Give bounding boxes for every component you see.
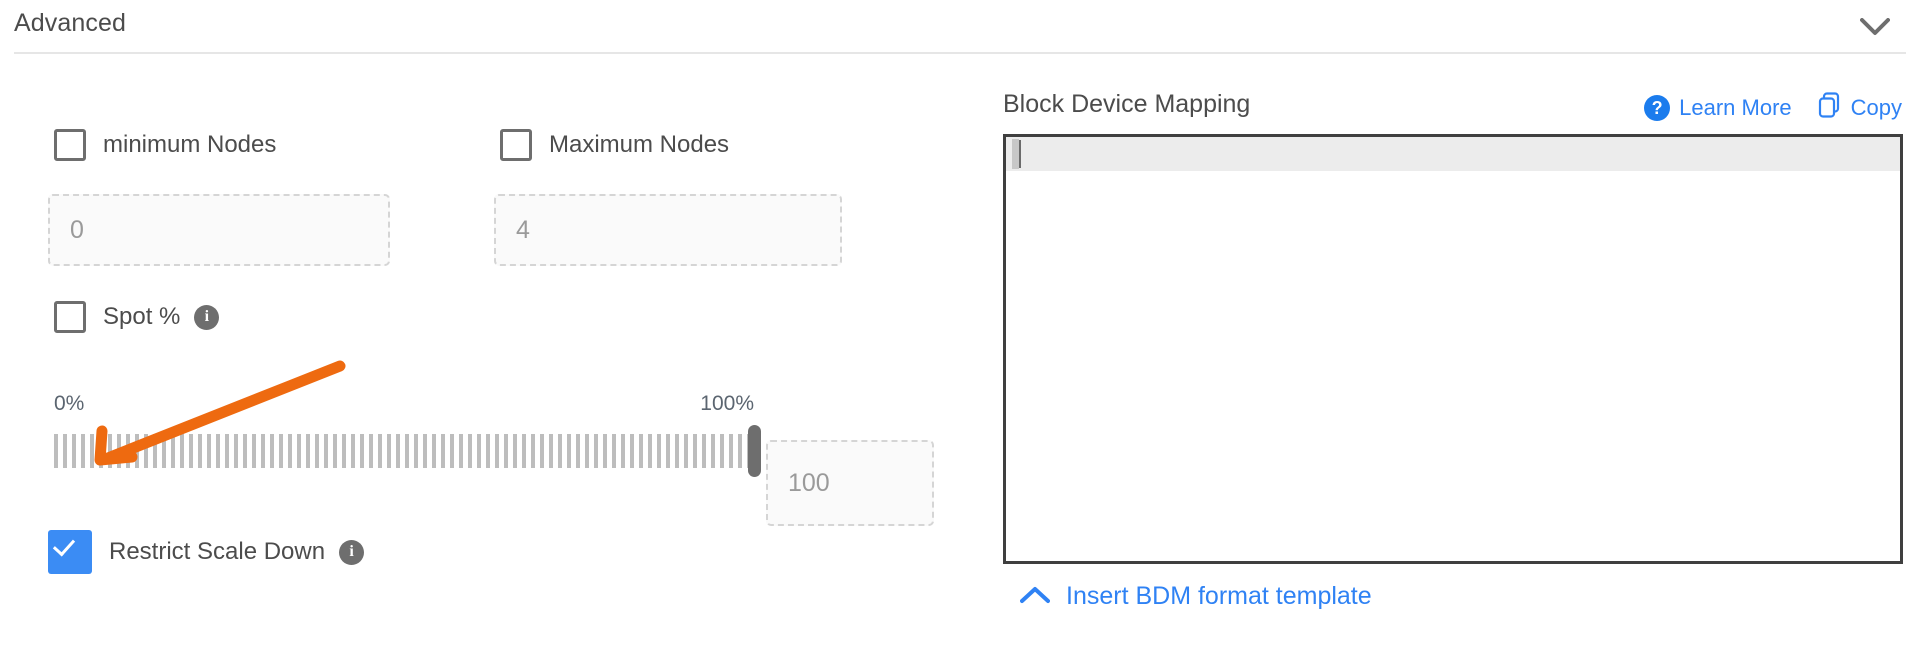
spot-percent-row[interactable]: Spot % i — [54, 301, 220, 333]
advanced-section-header[interactable]: Advanced — [0, 0, 1920, 54]
advanced-settings-pane: minimum Nodes 0 Maximum Nodes 4 Spot % i… — [0, 54, 990, 656]
slider-max-label: 100% — [700, 392, 754, 415]
spot-percent-slider-track[interactable] — [54, 434, 754, 468]
minimum-nodes-input[interactable]: 0 — [48, 194, 390, 266]
block-device-mapping-title: Block Device Mapping — [1003, 90, 1251, 118]
spot-percent-slider-group: 0% 100% — [54, 392, 761, 477]
maximum-nodes-input[interactable]: 4 — [494, 194, 842, 266]
editor-gutter — [1012, 139, 1019, 169]
spot-percent-value-input[interactable]: 100 — [766, 440, 934, 526]
info-icon[interactable]: i — [194, 304, 220, 330]
copy-label: Copy — [1850, 95, 1902, 120]
spot-percent-slider-thumb[interactable] — [748, 425, 761, 477]
slider-min-label: 0% — [54, 392, 85, 415]
maximum-nodes-label: Maximum Nodes — [549, 131, 730, 158]
chevron-up-icon — [1020, 582, 1050, 611]
insert-bdm-label: Insert BDM format template — [1066, 582, 1372, 610]
spot-percent-checkbox[interactable] — [54, 301, 86, 333]
copy-icon — [1818, 92, 1842, 124]
editor-caret — [1019, 140, 1021, 168]
restrict-scale-down-label: Restrict Scale Down — [109, 538, 326, 565]
learn-more-label: Learn More — [1679, 95, 1792, 120]
block-device-mapping-pane: Block Device Mapping ? Learn More Copy — [990, 54, 1920, 656]
restrict-scale-down-checkbox[interactable] — [48, 530, 92, 574]
question-circle-icon: ? — [1644, 95, 1671, 121]
editor-active-line — [1006, 137, 1900, 171]
spot-percent-label: Spot % — [103, 303, 181, 330]
copy-button[interactable]: Copy — [1818, 92, 1902, 124]
maximum-nodes-checkbox[interactable] — [500, 129, 532, 161]
learn-more-link[interactable]: ? Learn More — [1644, 95, 1792, 121]
maximum-nodes-row[interactable]: Maximum Nodes — [500, 129, 729, 161]
block-device-mapping-editor[interactable] — [1003, 134, 1903, 564]
insert-bdm-format-template-link[interactable]: Insert BDM format template — [1020, 582, 1372, 611]
minimum-nodes-row[interactable]: minimum Nodes — [54, 129, 276, 161]
page-title: Advanced — [14, 9, 126, 37]
minimum-nodes-checkbox[interactable] — [54, 129, 86, 161]
restrict-scale-down-row[interactable]: Restrict Scale Down i — [48, 530, 365, 574]
info-icon[interactable]: i — [339, 539, 365, 565]
header-divider — [14, 52, 1906, 54]
chevron-down-icon[interactable] — [1858, 10, 1892, 44]
minimum-nodes-label: minimum Nodes — [103, 131, 277, 158]
block-device-mapping-actions: ? Learn More Copy — [1644, 92, 1902, 124]
